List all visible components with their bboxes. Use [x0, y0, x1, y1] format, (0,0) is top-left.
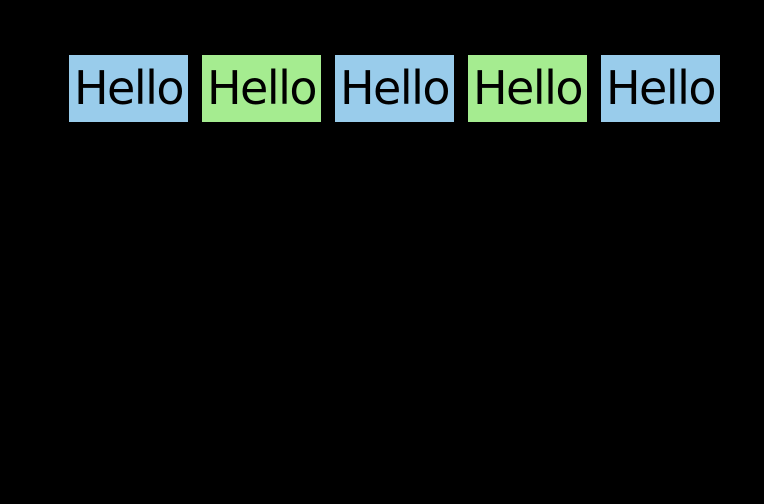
hello-box-2: Hello — [202, 55, 321, 122]
hello-box-4: Hello — [468, 55, 587, 122]
hello-box-1: Hello — [69, 55, 188, 122]
hello-box-5: Hello — [601, 55, 720, 122]
hello-row: Hello Hello Hello Hello Hello — [69, 55, 720, 122]
hello-box-3: Hello — [335, 55, 454, 122]
